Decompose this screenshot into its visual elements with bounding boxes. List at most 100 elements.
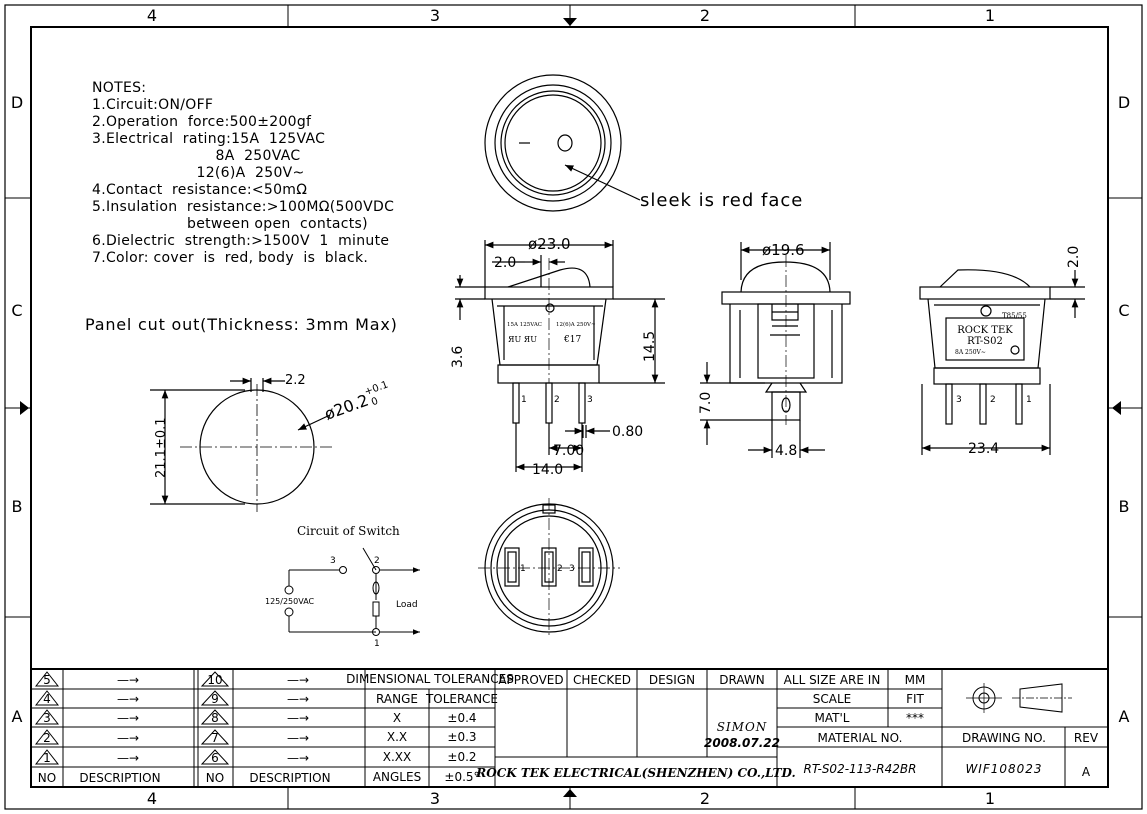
material-no: RT-S02-113-R42BR: [804, 762, 917, 776]
rear-pin-3: 3: [956, 395, 962, 405]
drawn-name: SIMON: [717, 720, 768, 734]
zone-col-1-bottom: 1: [985, 789, 995, 808]
material-no-label: MATERIAL NO.: [818, 731, 903, 745]
notes-block: NOTES: 1.Circuit:ON/OFF 2.Operation forc…: [92, 80, 394, 267]
rev-arrow: —→: [287, 731, 309, 745]
col-desc-left: DESCRIPTION: [79, 771, 160, 785]
size-unit: MM: [905, 673, 926, 687]
note-line: 6.Dielectric strength:>1500V 1 minute: [92, 233, 390, 249]
zone-row-a-left: A: [12, 707, 23, 726]
rear-view: [919, 269, 1085, 455]
rear-pin-2: 2: [990, 395, 996, 405]
matl-label: MAT'L: [815, 711, 850, 725]
outer-frame: [4, 4, 1143, 810]
rev-no-7: 7: [211, 731, 219, 745]
zone-col-4-top: 4: [147, 6, 157, 25]
rev-no-6: 6: [211, 751, 219, 765]
end-view-labels: ø19.6 7.0 4.8: [698, 241, 805, 459]
dim-dome-19-6: ø19.6: [762, 241, 805, 259]
tol-head-tol: TOLERANCE: [425, 692, 498, 706]
zone-row-b-left: B: [12, 497, 23, 516]
tol-val-xx: ±0.3: [447, 730, 476, 744]
label-brand: ROCK TEK: [957, 325, 1013, 336]
svg-text:ø20.2: ø20.2: [322, 390, 371, 423]
note-line: 3.Electrical rating:15A 125VAC: [92, 131, 326, 147]
rev-arrow: —→: [117, 731, 139, 745]
front-view: [484, 74, 641, 212]
svg-text:0: 0: [370, 396, 380, 409]
circuit-voltage: 125/250VAC: [265, 597, 315, 606]
rev-triangles: [34, 671, 230, 765]
dim-offset-2: 2.0: [494, 255, 516, 271]
company-name: ROCK TEK ELECTRICAL(SHENZHEN) CO.,LTD.: [475, 766, 795, 780]
rev-no-5: 5: [43, 673, 51, 687]
rev-no-9: 9: [211, 692, 219, 706]
notes-heading: NOTES:: [92, 80, 147, 96]
side-view: [455, 240, 665, 472]
rear-pin-1: 1: [1026, 395, 1032, 405]
circuit-title: Circuit of Switch: [297, 524, 400, 538]
tol-range-x: X: [393, 711, 401, 725]
label-rating-12a: 12(6)A 250V~: [556, 321, 596, 328]
circuit-labels: 3 2 1 125/250VAC Load: [265, 556, 418, 649]
drawing-no-label: DRAWING NO.: [962, 731, 1046, 745]
dim-tail-7: 7.0: [698, 392, 714, 414]
dim-cutout-diameter: ø20.2 +0.1 0: [322, 379, 390, 423]
matl-value: ***: [906, 711, 924, 725]
dim-tab-4-8: 4.8: [775, 443, 797, 459]
rev-arrow: —→: [287, 711, 309, 725]
drawn-date: 2008.07.22: [704, 736, 780, 750]
label-ce: €17: [563, 335, 581, 345]
circuit-node-3: 3: [330, 556, 336, 566]
rev-no-8: 8: [211, 711, 219, 725]
label-model: RT-S02: [967, 336, 1003, 347]
tol-range-angles: ANGLES: [373, 770, 421, 784]
side-pin-2: 2: [554, 395, 560, 405]
zone-col-2-bottom: 2: [700, 789, 710, 808]
zone-col-3-top: 3: [430, 6, 440, 25]
note-line: 1.Circuit:ON/OFF: [92, 97, 214, 113]
zone-row-a-right: A: [1119, 707, 1130, 726]
rev-arrow: —→: [117, 711, 139, 725]
center-arrows: [20, 18, 1121, 797]
svg-text:+0.1: +0.1: [363, 379, 390, 398]
dim-top-2: 2.0: [1066, 246, 1082, 268]
dim-key-width: 2.2: [285, 373, 306, 388]
label-rating-15a: 15A 125VAC: [507, 322, 542, 328]
note-line: 8A 250VAC: [92, 148, 301, 164]
side-pin-3: 3: [587, 395, 593, 405]
dim-tol-title: DIMENSIONAL TOLERANCES: [346, 672, 514, 686]
col-no-right: NO: [206, 771, 224, 785]
zone-labels: 4 3 2 1 4 3 2 1 D C B A D C B A: [11, 6, 1130, 808]
dim-dia-23: ø23.0: [528, 235, 571, 253]
zone-row-d-left: D: [11, 93, 23, 112]
side-pin-1: 1: [521, 395, 527, 405]
bottom-pin-1: 1: [520, 564, 526, 574]
tol-val-angles: ±0.5°: [444, 770, 479, 784]
rev-no-4: 4: [43, 692, 51, 706]
checked-label: CHECKED: [573, 673, 631, 687]
note-line: 4.Contact resistance:<50mΩ: [92, 182, 308, 198]
bottom-pin-2: 2: [557, 564, 563, 574]
label-temp: T85/55: [1002, 312, 1027, 320]
bottom-pin-3: 3: [569, 564, 575, 574]
rev-arrow: —→: [117, 673, 139, 687]
design-label: DESIGN: [649, 673, 695, 687]
dim-span-14: 14.0: [532, 462, 563, 478]
dim-height-14-5: 14.5: [642, 331, 658, 362]
drawing-no: WIF108023: [965, 762, 1042, 776]
zone-row-c-left: C: [11, 301, 22, 320]
note-line: 12(6)A 250V~: [92, 165, 305, 181]
zone-row-d-right: D: [1118, 93, 1130, 112]
circuit-node-1: 1: [374, 639, 380, 649]
zone-col-3-bottom: 3: [430, 789, 440, 808]
bottom-view-labels: 1 2 3: [520, 564, 575, 574]
zone-col-4-bottom: 4: [147, 789, 157, 808]
circuit-node-2: 2: [374, 556, 380, 566]
rev-arrow: —→: [287, 673, 309, 687]
drawn-label: DRAWN: [719, 673, 765, 687]
tol-range-xx: X.X: [387, 730, 407, 744]
tol-range-xxx: X.XX: [383, 750, 411, 764]
panel-cutout-view: [150, 377, 335, 512]
